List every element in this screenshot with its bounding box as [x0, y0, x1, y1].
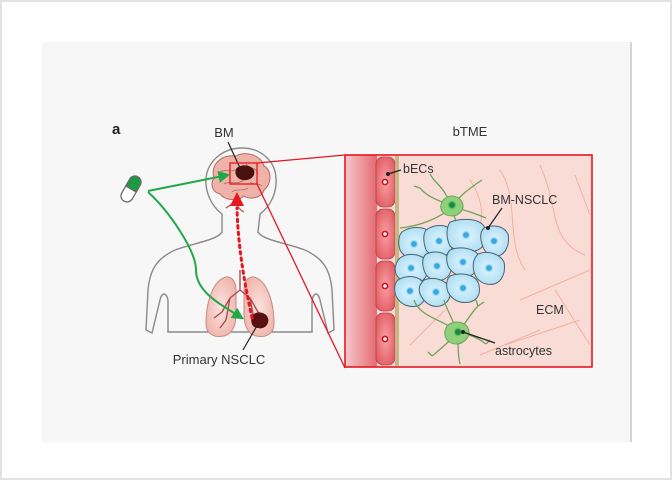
bm-nsclc-pointer — [487, 207, 503, 229]
becs-pointer — [387, 169, 402, 175]
becs-label: bECs — [403, 162, 434, 176]
primary-nsclc-label: Primary NSCLC — [173, 352, 265, 367]
panel-letter: a — [112, 121, 121, 138]
zoom-connector-top — [256, 154, 346, 164]
endothelial-cells — [375, 156, 396, 366]
zoom-connector-bottom — [256, 183, 346, 369]
astrocytes-label: astrocytes — [495, 344, 552, 358]
blood-vessel — [345, 155, 377, 367]
bm-nsclc-label: BM-NSCLC — [492, 193, 557, 207]
btme-panel — [344, 154, 593, 368]
drug-capsule-icon — [120, 175, 142, 203]
bm-pointer — [227, 141, 241, 169]
bm-label: BM — [214, 125, 234, 140]
btme-title: bTME — [453, 124, 488, 139]
astrocytes-pointer-dot — [461, 330, 465, 334]
becs-pointer-dot — [386, 172, 390, 176]
btme-panel-border — [344, 154, 593, 368]
astrocyte-top — [399, 173, 487, 237]
astrocyte-bottom — [413, 299, 491, 365]
primary-tumor-icon — [251, 312, 269, 329]
metastasis-arrowhead — [230, 192, 244, 206]
ecm-label: ECM — [536, 303, 564, 317]
primary-tumor-pointer — [242, 323, 259, 351]
metastasis-dotted-arrow — [235, 206, 254, 320]
drug-to-brain-arrow — [147, 170, 231, 192]
drug-to-lung-arrow — [147, 191, 245, 320]
brain-metastasis-icon — [235, 165, 255, 181]
tumor-nuclei — [405, 230, 499, 297]
bm-nsclc-pointer-dot — [486, 226, 490, 230]
astrocytes-pointer — [462, 331, 496, 344]
